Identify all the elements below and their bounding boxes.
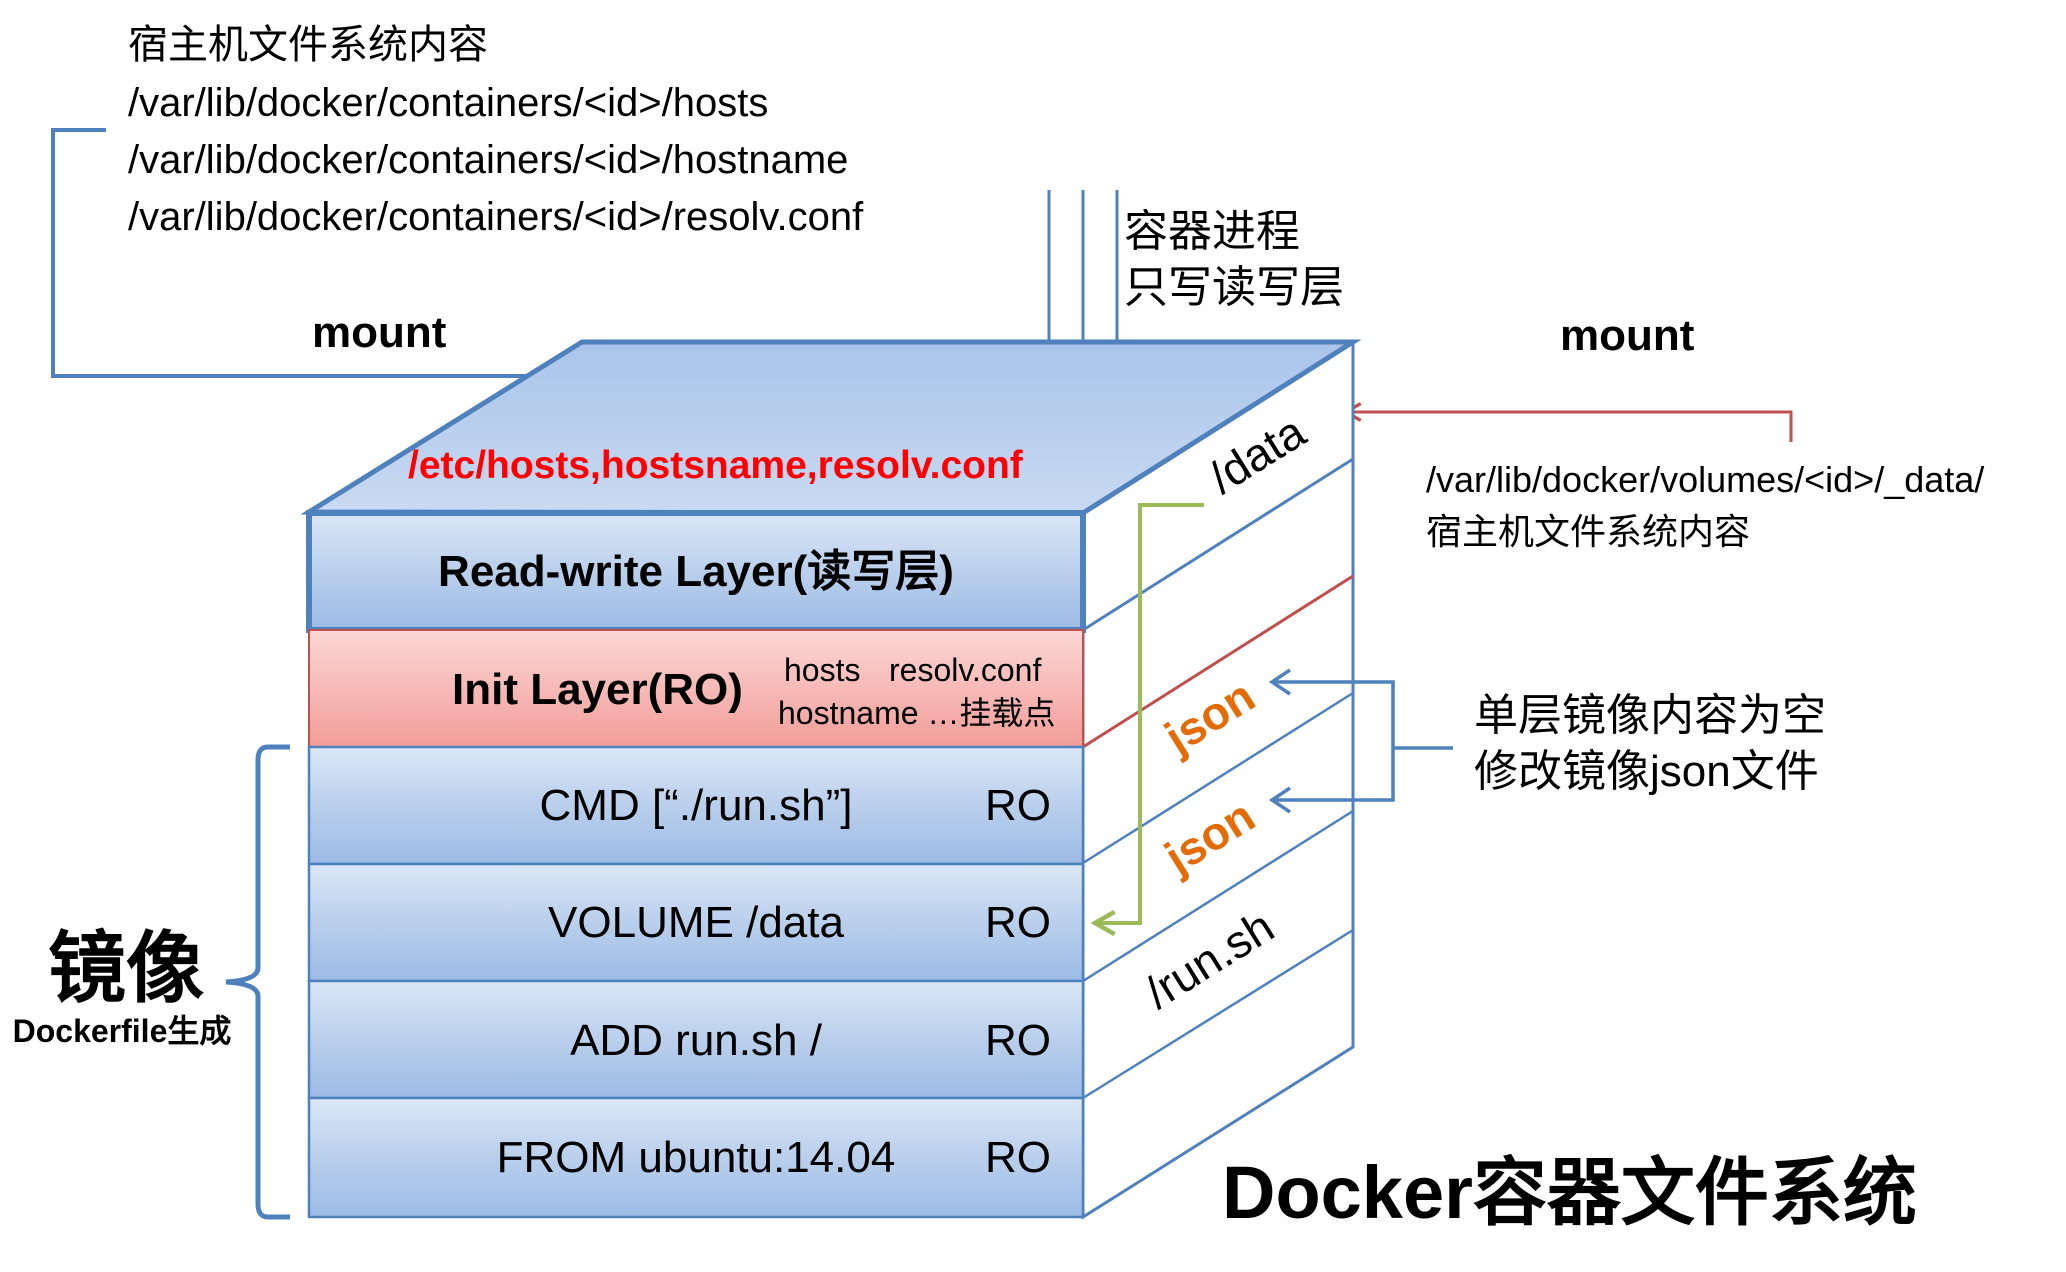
json-arrow-head-2 [1268, 786, 1291, 814]
host-path-hostname: /var/lib/docker/containers/<id>/hostname [128, 138, 848, 182]
image-layer-from-ro: RO [985, 1133, 1051, 1182]
image-layer-add-ro: RO [985, 1016, 1051, 1065]
process-note-line1: 容器进程 [1124, 207, 1300, 256]
image-layer-volume-ro: RO [985, 898, 1051, 947]
image-brace-title: 镜像 [48, 924, 204, 1012]
host-path-hosts: /var/lib/docker/containers/<id>/hosts [128, 81, 768, 125]
volume-host-desc: 宿主机文件系统内容 [1426, 511, 1750, 552]
image-layer-add-label: ADD run.sh / [570, 1016, 823, 1065]
image-layer-cmd [307, 745, 1085, 866]
side-divider-2 [1082, 574, 1354, 749]
image-layer-add [307, 979, 1085, 1100]
init-layer-title: Init Layer(RO) [452, 665, 743, 714]
host-files-heading: 宿主机文件系统内容 [128, 23, 488, 67]
image-layer-volume-label: VOLUME /data [548, 898, 844, 947]
side-divider-1 [1082, 457, 1354, 632]
json-note-line2: 修改镜像json文件 [1474, 747, 1819, 796]
image-layer-cmd-ro: RO [985, 781, 1051, 830]
process-note-line2: 只写读写层 [1124, 263, 1344, 312]
json-bracket-connector [1272, 680, 1395, 802]
mount-label-left: mount [312, 308, 447, 357]
init-layer-resolv: resolv.conf [889, 652, 1041, 688]
side-divider-5 [1082, 928, 1354, 1100]
init-layer-hosts: hosts [784, 652, 860, 688]
image-layer-from-label: FROM ubuntu:14.04 [497, 1133, 896, 1182]
side-divider-4 [1082, 809, 1354, 983]
host-path-resolv: /var/lib/docker/containers/<id>/resolv.c… [128, 195, 864, 239]
image-brace [225, 744, 290, 1220]
top-face-label: /etc/hosts,hostsname,resolv.conf [408, 444, 1024, 487]
volume-host-path: /var/lib/docker/volumes/<id>/_data/ [1426, 459, 1984, 500]
right-mount-connector [1342, 402, 1793, 442]
side-divider-3 [1082, 691, 1354, 865]
mount-label-right: mount [1560, 311, 1695, 360]
volume-link-connector [1090, 503, 1204, 937]
image-layer-volume [307, 862, 1085, 983]
image-brace-subtitle: Dockerfile生成 [13, 1013, 232, 1049]
image-layer-from [307, 1096, 1085, 1219]
json-note-line1: 单层镜像内容为空 [1474, 691, 1826, 740]
image-layer-cmd-label: CMD [“./run.sh”] [540, 781, 853, 830]
json-arrow-head-1 [1268, 668, 1291, 696]
rw-layer [306, 510, 1086, 633]
rw-layer-label: Read-write Layer(读写层) [438, 547, 954, 596]
init-layer-hostname: hostname …挂载点 [778, 695, 1055, 731]
main-title: Docker容器文件系统 [1222, 1151, 1917, 1234]
